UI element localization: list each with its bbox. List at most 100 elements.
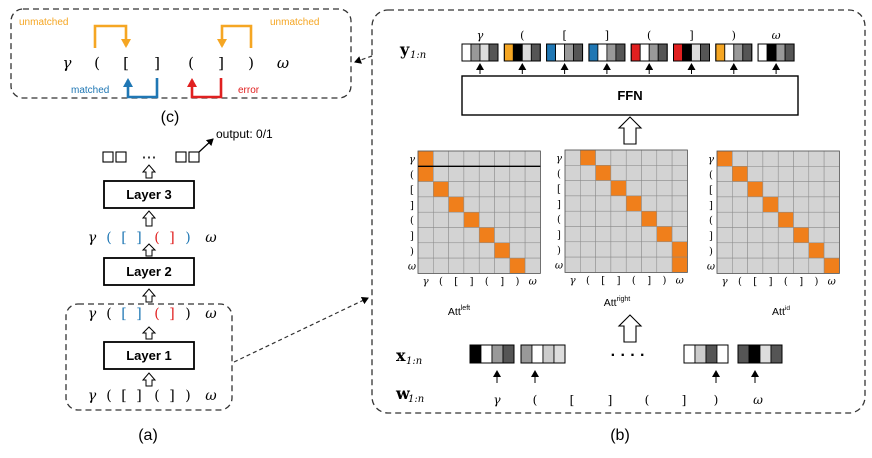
matrix-cell	[580, 195, 596, 212]
y-vector-cell	[742, 43, 753, 62]
output-square	[115, 151, 127, 163]
att-left-matrix: γ([](])ωγ([](])ω	[408, 150, 541, 287]
unmatched-right-arrow	[217, 24, 253, 48]
matrix-cell	[494, 257, 511, 274]
w-token: ]	[682, 393, 687, 407]
y-vector-cell	[555, 43, 565, 62]
matrix-cell	[478, 242, 495, 259]
matrix-cell	[595, 210, 612, 227]
matrix-cell	[641, 195, 658, 212]
matrix-col-label: γ	[722, 276, 728, 287]
matrix-cell	[509, 181, 526, 198]
matrix-cell	[641, 241, 658, 258]
token: [	[121, 388, 126, 404]
matrix-col-label: ]	[470, 276, 474, 287]
matrix-cell	[448, 166, 465, 182]
token: [	[123, 54, 129, 72]
x-vector	[683, 344, 729, 364]
matrix-row-label: (	[557, 215, 561, 226]
att-id-matrix: γ([](])ωγ([](])ω	[707, 150, 840, 287]
y-vector-cell	[673, 43, 683, 62]
x-sub: 1:n	[406, 356, 422, 367]
matrix-border	[716, 150, 840, 274]
w-tokens: γ([](])ω	[493, 393, 763, 407]
y-vector	[461, 43, 499, 62]
matrix-cell	[656, 195, 673, 212]
matrix-cell	[564, 210, 581, 227]
matrix-cell	[671, 165, 688, 181]
y-token: ]	[605, 29, 609, 42]
matrix-cell	[716, 257, 733, 274]
output-arrow	[198, 138, 214, 153]
output-square	[102, 151, 114, 163]
matrix-cell	[524, 196, 541, 213]
matrix-cell	[417, 242, 434, 259]
y-vector	[673, 43, 710, 62]
output-label: output: 0/1	[216, 127, 273, 141]
token: (	[154, 388, 159, 404]
matrix-cell	[463, 150, 480, 167]
matrix-cell	[777, 211, 794, 228]
matrix-row-label: (	[410, 170, 414, 181]
matrix-row-label: [	[557, 184, 561, 195]
token: )	[248, 54, 254, 72]
matrix-cell	[747, 166, 764, 182]
unmatched-left-arrow	[93, 24, 131, 48]
matrix-cell	[641, 210, 658, 227]
panel-b-frame	[371, 9, 866, 414]
y-vector-cell	[657, 43, 668, 62]
token: ]	[169, 230, 174, 246]
token: ]	[154, 54, 160, 72]
y-vector-cell	[597, 43, 608, 62]
matrix-cell	[747, 257, 764, 274]
panel-c-caption: (c)	[161, 109, 180, 126]
layer1-group-frame	[65, 303, 233, 411]
matrix-cell	[777, 257, 794, 274]
matrix-cell	[417, 227, 434, 244]
y-vector-cell	[757, 43, 768, 62]
token: ]	[169, 388, 174, 404]
matrix-cell	[433, 227, 449, 244]
matrix-cell	[823, 166, 840, 182]
token: (	[188, 54, 194, 72]
matrix-col-label: (	[586, 275, 590, 286]
matrix-cell	[641, 256, 658, 273]
y-vector-cell	[724, 43, 735, 62]
token: γ	[63, 54, 72, 72]
matrix-row-label: ]	[709, 231, 713, 242]
matrix-cell	[625, 210, 642, 227]
matrix-cell	[671, 195, 688, 212]
x-vector-cell	[553, 344, 566, 364]
y-token: ]	[689, 29, 693, 42]
matrix-cell	[671, 241, 688, 258]
matrix-row-label: γ	[556, 153, 562, 164]
matrix-cell	[494, 242, 511, 259]
hollow-up-arrow	[141, 372, 157, 387]
matrix-cell	[641, 165, 658, 181]
matrix-cell	[564, 226, 581, 243]
x-vector-cell	[531, 344, 544, 364]
matrix-cell	[823, 242, 840, 259]
matrix-border	[564, 149, 688, 273]
x-vector-cell	[748, 344, 761, 364]
matrix-cell	[762, 257, 779, 274]
matrix-col-label: ]	[647, 275, 651, 286]
unmatched-right-label: unmatched	[270, 17, 319, 28]
matrix-cell	[433, 211, 449, 228]
token: γ	[88, 306, 97, 322]
matrix-cell	[671, 210, 688, 227]
panel-b-caption: (b)	[610, 427, 630, 444]
y-vector-cell	[766, 43, 777, 62]
matrix-cell	[580, 226, 596, 243]
y-vector-cell	[512, 43, 523, 62]
y-token: ω	[772, 29, 781, 42]
hollow-up-arrow	[141, 326, 157, 340]
matrix-col-label: )	[515, 276, 519, 287]
matrix-cell	[823, 181, 840, 198]
x-vector-cell	[759, 344, 772, 364]
matrix-cell	[793, 227, 810, 244]
matrix-cell	[580, 256, 596, 273]
matrix-cell	[580, 210, 596, 227]
matrix-cell	[793, 196, 810, 213]
